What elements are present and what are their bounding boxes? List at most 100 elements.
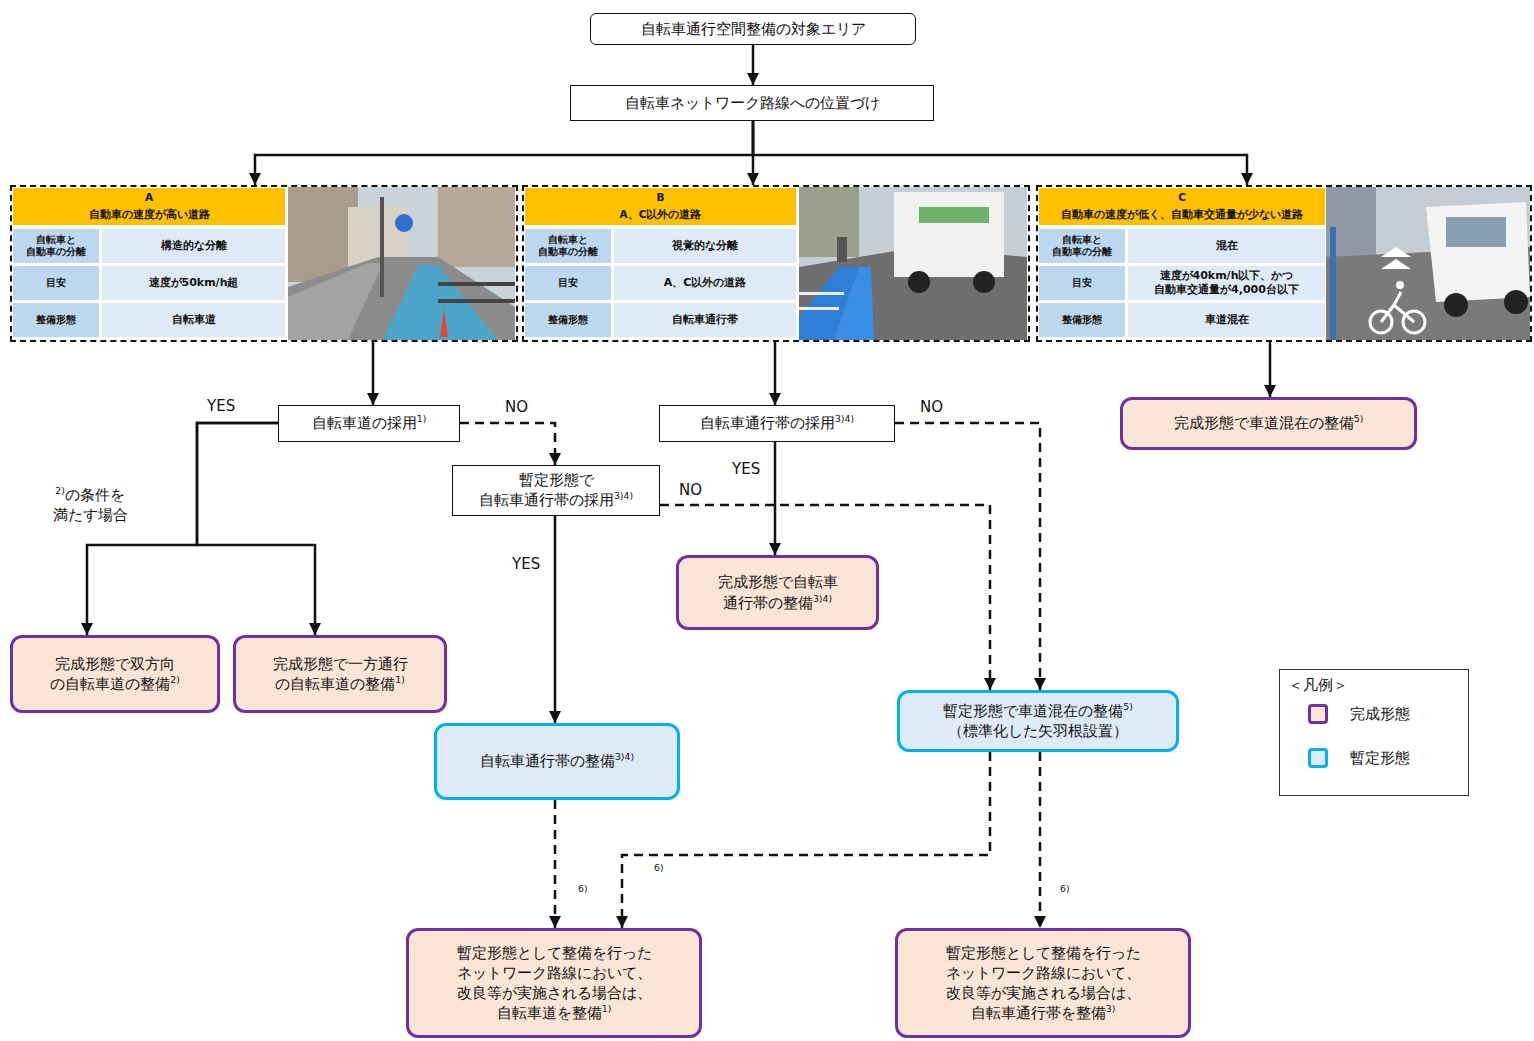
photo-shape bbox=[799, 307, 839, 310]
text-run: 自動車の分離 bbox=[1052, 246, 1112, 257]
text-run: YES bbox=[512, 555, 540, 573]
text-run: 完成形態で双方向 bbox=[55, 655, 175, 673]
text-run: ネットワーク路線において、 bbox=[946, 964, 1141, 982]
text-run: 速度が40km/h以下、かつ bbox=[1160, 269, 1294, 282]
text-line: A、C以外の道路 bbox=[620, 208, 702, 221]
photo-shape bbox=[1330, 227, 1336, 340]
text-line: 完成形態で車道混在の整備5) bbox=[1174, 413, 1364, 433]
text-run: A bbox=[145, 191, 153, 203]
final-box: 完成形態で一方通行 の自転車道の整備1) bbox=[233, 635, 447, 713]
text-line: 満たす場合 bbox=[38, 506, 142, 526]
cell-label: 目安 bbox=[1039, 266, 1125, 300]
text-run: YES bbox=[732, 460, 760, 478]
text-run: 自転車通行帯を整備 bbox=[971, 1004, 1106, 1022]
cell-label: 自転車と 自動車の分離 bbox=[13, 229, 99, 263]
text-run: 6) bbox=[1060, 883, 1070, 894]
photo-shape bbox=[1381, 259, 1411, 269]
cell-label: 目安 bbox=[13, 266, 99, 300]
text-run: 2) bbox=[55, 485, 65, 496]
cell-label: 自転車と 自動車の分離 bbox=[525, 229, 611, 263]
text-line: 自転車と bbox=[1062, 234, 1102, 246]
text-run: 自転車と bbox=[36, 234, 76, 245]
text-line: YES bbox=[512, 555, 540, 575]
text-line: 暫定形態で車道混在の整備5) bbox=[943, 701, 1133, 721]
text-run: の条件を bbox=[65, 486, 125, 504]
cell-value: 自転車道 bbox=[102, 303, 285, 337]
text-run: 目安 bbox=[46, 277, 66, 288]
edge-label: YES bbox=[730, 460, 762, 480]
text-run: 完成形態で一方通行 bbox=[273, 655, 408, 673]
final-box: 暫定形態として整備を行った ネットワーク路線において、 改良等が実施される場合は… bbox=[406, 928, 702, 1038]
box-text: 暫定形態として整備を行った ネットワーク路線において、 改良等が実施される場合は… bbox=[946, 943, 1141, 1024]
text-run: 3) bbox=[835, 413, 845, 424]
text-run: 自転車道の採用 bbox=[312, 414, 417, 432]
box-text: 自転車通行帯の採用3)4) bbox=[700, 413, 854, 433]
flow-arrow bbox=[460, 423, 555, 465]
photo-shape bbox=[799, 187, 1027, 340]
photo-shape bbox=[834, 267, 874, 340]
process-box: 自転車通行帯の採用3)4) bbox=[659, 405, 895, 442]
flow-arrow bbox=[1039, 752, 1042, 928]
text-line: 自動車の速度が高い道路 bbox=[89, 208, 210, 221]
final-box: 完成形態で双方向 の自転車道の整備2) bbox=[10, 635, 220, 713]
text-run: 6) bbox=[654, 862, 664, 873]
legend-title: ＜凡例＞ bbox=[1288, 676, 1348, 695]
text-line: 目安 bbox=[1072, 277, 1092, 289]
flow-arrow bbox=[1269, 342, 1272, 397]
legend-item: 完成形態 bbox=[1308, 704, 1410, 724]
interim-box: 暫定形態で車道混在の整備5) （標準化した矢羽根設置） bbox=[897, 690, 1179, 752]
text-run: 自転車通行帯の採用 bbox=[479, 491, 614, 509]
text-run: 4) bbox=[625, 751, 635, 762]
text-run: A、C以外の道路 bbox=[664, 276, 747, 289]
text-line: 2)の条件を bbox=[38, 486, 142, 506]
photo-shape bbox=[1381, 292, 1414, 322]
text-line: 自転車ネットワーク路線への位置づけ bbox=[625, 93, 880, 113]
cell-value: 速度が40km/h以下、かつ 自動車交通量が4,000台以下 bbox=[1128, 266, 1325, 300]
text-line: 自転車と bbox=[36, 234, 76, 246]
text-run: 自転車と bbox=[548, 234, 588, 245]
text-run: 整備形態 bbox=[36, 314, 76, 325]
flow-arrow bbox=[774, 442, 777, 555]
cell-value: 自転車通行帯 bbox=[614, 303, 796, 337]
text-line: （標準化した矢羽根設置） bbox=[943, 721, 1133, 741]
box-text: 暫定形態として整備を行った ネットワーク路線において、 改良等が実施される場合は… bbox=[457, 943, 652, 1024]
text-line: 改良等が実施される場合は、 bbox=[946, 983, 1141, 1003]
box-text: 自転車通行空間整備の対象エリア bbox=[641, 19, 866, 39]
cell-value: 速度が50km/h超 bbox=[102, 266, 285, 300]
text-line: 目安 bbox=[46, 277, 66, 289]
text-run: 改良等が実施される場合は、 bbox=[946, 984, 1141, 1002]
text-line: YES bbox=[732, 460, 760, 480]
text-run: A、C以外の道路 bbox=[620, 208, 702, 220]
legend-swatch bbox=[1308, 748, 1328, 768]
category-panel: BA、C以外の道路自転車と 自動車の分離視覚的な分離目安A、C以外の道路整備形態… bbox=[522, 185, 1030, 342]
photo-shape bbox=[395, 214, 413, 232]
final-box: 完成形態で車道混在の整備5) bbox=[1120, 397, 1417, 450]
flow-arrow bbox=[774, 342, 777, 405]
text-line: 6) bbox=[654, 863, 664, 883]
text-run: の自転車道の整備 bbox=[275, 675, 395, 693]
text-line: 自転車通行空間整備の対象エリア bbox=[641, 19, 866, 39]
photo-shape bbox=[438, 282, 515, 286]
text-line: 自転車通行帯の採用3)4) bbox=[479, 490, 633, 510]
text-run: 自動車の速度が高い道路 bbox=[89, 208, 210, 220]
photo-shape bbox=[288, 257, 515, 340]
start-box: 自転車通行空間整備の対象エリア bbox=[590, 13, 916, 45]
text-line: 混在 bbox=[1216, 239, 1238, 253]
text-run: 自転車ネットワーク路線への位置づけ bbox=[625, 94, 880, 112]
text-run: 混在 bbox=[1216, 239, 1238, 252]
text-line: 暫定形態として整備を行った bbox=[946, 943, 1141, 963]
photo-shape bbox=[1426, 202, 1530, 302]
text-run: ネットワーク路線において、 bbox=[457, 964, 652, 982]
text-line: C bbox=[1178, 191, 1186, 204]
photo-shape bbox=[1504, 290, 1528, 314]
photo-shape bbox=[288, 263, 383, 340]
text-line: 自動車の分離 bbox=[1052, 246, 1112, 258]
text-line: B bbox=[656, 191, 664, 204]
text-line: 自動車の速度が低く、自動車交通量が少ない道路 bbox=[1061, 208, 1303, 221]
text-line: 通行帯の整備3)4) bbox=[718, 593, 838, 613]
text-line: ネットワーク路線において、 bbox=[457, 963, 652, 983]
cell-label: 整備形態 bbox=[1039, 303, 1125, 337]
text-run: （標準化した矢羽根設置） bbox=[948, 722, 1128, 740]
